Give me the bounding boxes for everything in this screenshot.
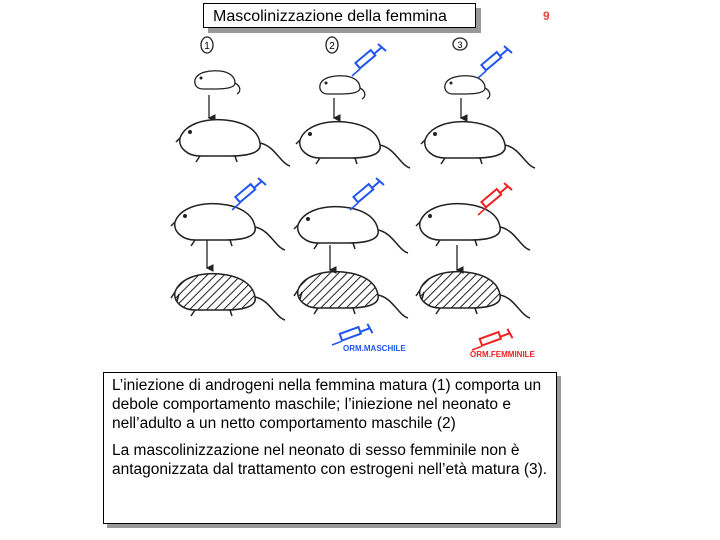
newborn-mouse-3 <box>444 75 491 100</box>
adult-mouse-injected-3 <box>415 202 531 251</box>
male-hormone-syringe-icon <box>477 45 513 79</box>
male-hormone-syringe-icon <box>349 177 385 211</box>
mouse-experiment-figure: 9 1 2 3 ORM.MASCHILE ORM.FEMMINILE <box>170 9 550 363</box>
arrows <box>205 95 468 274</box>
column-label-3: 3 <box>452 37 468 51</box>
legend-female-hormone: ORM.FEMMINILE <box>470 318 536 363</box>
svg-text:1: 1 <box>204 41 210 52</box>
female-hormone-syringe-icon <box>477 182 513 216</box>
column-label-1: 1 <box>200 36 214 54</box>
caption-paragraph-1: L’iniezione di androgeni nella femmina m… <box>112 377 542 432</box>
adult-mouse-1 <box>175 118 291 167</box>
newborn-mouse-1 <box>194 70 241 95</box>
page-marker: 9 <box>543 9 550 23</box>
caption-box: L’iniezione di androgeni nella femmina m… <box>103 372 557 524</box>
adult-mouse-3 <box>420 120 536 169</box>
svg-text:3: 3 <box>457 40 462 50</box>
adult-mouse-injected-2 <box>293 205 409 254</box>
result-mouse-2 <box>293 270 409 319</box>
legend-male-hormone: ORM.MASCHILE <box>331 313 406 358</box>
column-label-2: 2 <box>325 36 339 54</box>
adult-mouse-injected-1 <box>170 202 286 251</box>
svg-text:ORM.MASCHILE: ORM.MASCHILE <box>343 344 406 353</box>
svg-text:2: 2 <box>329 41 335 52</box>
male-hormone-syringe-icon <box>351 43 387 77</box>
result-mouse-1 <box>170 272 286 321</box>
newborn-mouse-2 <box>319 75 366 100</box>
svg-text:ORM.FEMMINILE: ORM.FEMMINILE <box>470 350 536 359</box>
male-hormone-syringe-icon <box>231 177 267 211</box>
slide-title: Mascolinizzazione della femmina <box>203 3 476 28</box>
adult-mouse-2 <box>295 120 411 169</box>
result-mouse-3 <box>415 270 531 319</box>
caption-paragraph-2: La mascolinizzazione nel neonato di sess… <box>112 442 548 478</box>
